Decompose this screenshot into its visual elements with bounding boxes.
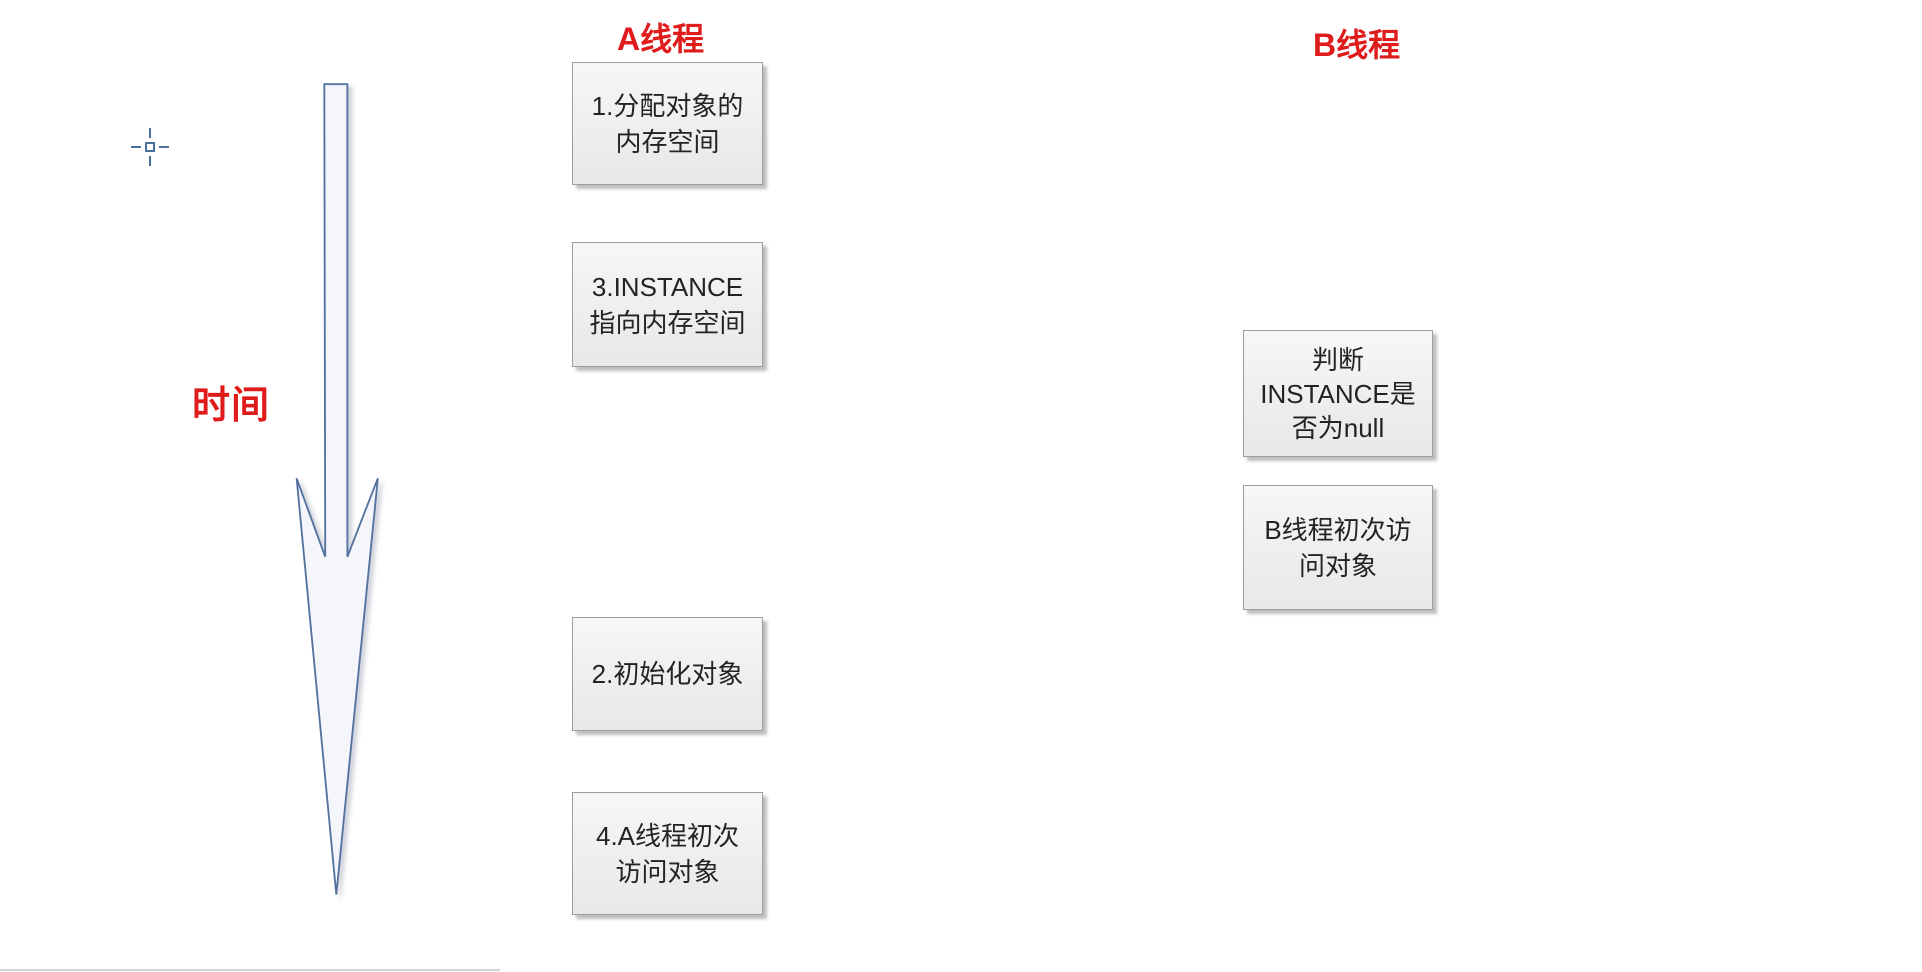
box-text-line: 4.A线程初次 xyxy=(595,820,740,851)
box-text-line: 判断 xyxy=(1311,344,1364,375)
shape-box-step3-instance-points-memory: 3.INSTANCE 指向内存空间 xyxy=(572,242,763,367)
shape-box-step1-allocate-memory: 1.分配对象的 内存空间 xyxy=(572,62,763,185)
box-text-line: 2.初始化对象 xyxy=(591,659,744,689)
box-text-line: INSTANCE是 xyxy=(1260,378,1416,409)
box-text-line: 1.分配对象的 xyxy=(591,90,744,121)
time-label: 时间 xyxy=(192,385,271,427)
page-edge-line xyxy=(0,969,500,971)
box-text-line: 问对象 xyxy=(1298,550,1377,581)
box-text-line: 3.INSTANCE xyxy=(591,271,744,302)
thread-a-label: A线程 xyxy=(617,21,705,57)
shape-box-step2-init-object: 2.初始化对象 xyxy=(572,617,763,731)
box-text-line: 内存空间 xyxy=(615,126,720,157)
box-text-line: B线程初次访 xyxy=(1264,514,1412,545)
box-text-line: 指向内存空间 xyxy=(589,307,746,338)
box-text-line: 访问对象 xyxy=(615,856,720,887)
shape-box-check-instance-null: 判断 INSTANCE是 否为null xyxy=(1243,330,1433,457)
crosshair-cursor-icon xyxy=(131,128,169,166)
shape-box-step4-a-first-access: 4.A线程初次 访问对象 xyxy=(572,792,763,915)
shape-box-b-first-access: B线程初次访 问对象 xyxy=(1243,485,1433,610)
box-text-line: 否为null xyxy=(1291,412,1385,443)
thread-b-label: B线程 xyxy=(1313,27,1401,63)
time-arrow xyxy=(295,83,379,895)
